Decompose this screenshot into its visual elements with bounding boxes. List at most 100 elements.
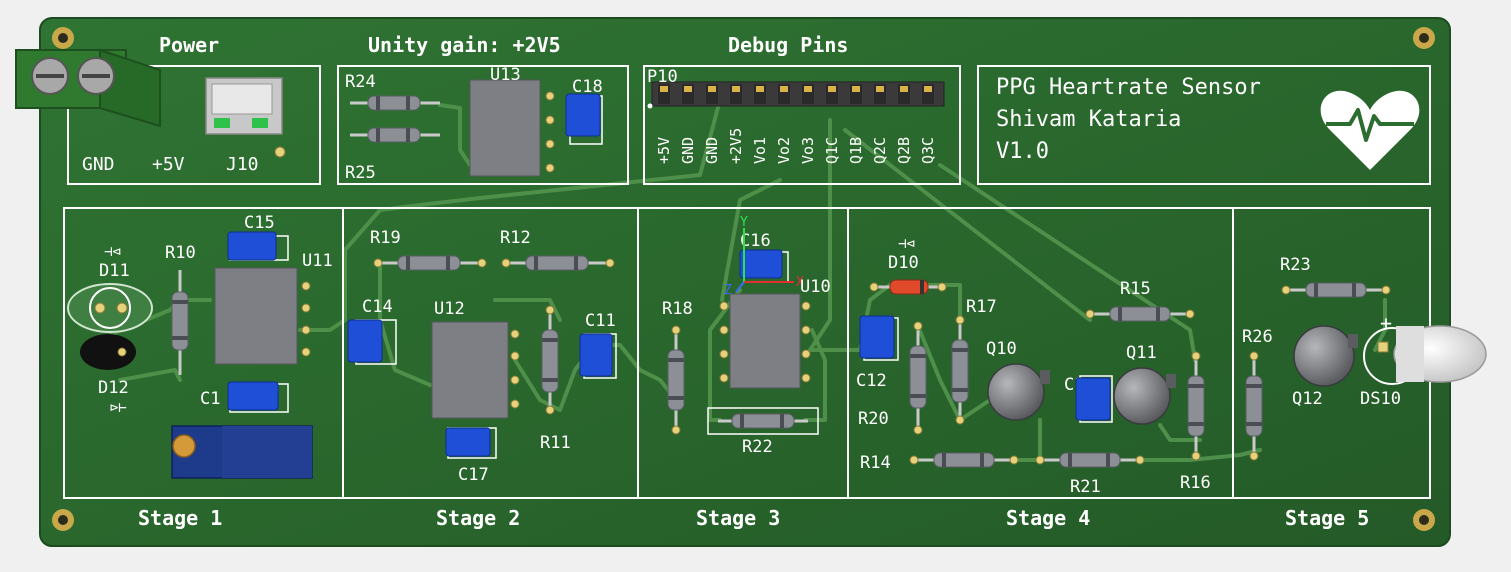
d12-label: D12 [98, 378, 129, 398]
resistor-r17 [951, 315, 969, 425]
d11-symbol: ⊣⊲ [104, 244, 121, 260]
header-pin-label: Q2B [895, 137, 913, 164]
header-pin [706, 84, 718, 104]
title-line-2: Shivam Kataria [996, 107, 1181, 132]
u13-label: U13 [490, 65, 521, 85]
d10-symbol: ⊣⊲ [898, 236, 915, 252]
c14-label: C14 [362, 297, 393, 317]
q10-label: Q10 [986, 339, 1017, 359]
header-pin [778, 84, 790, 104]
c11-label: C11 [585, 311, 616, 331]
title-line-3: V1.0 [996, 139, 1049, 164]
axis-x-label: X [796, 275, 804, 290]
c12-label: C12 [856, 371, 887, 391]
header-pin [658, 84, 670, 104]
resistor-r24 [350, 95, 440, 111]
resistor-r14 [909, 452, 1019, 468]
debug-pins-label: Debug Pins [728, 33, 848, 57]
r25-label: R25 [345, 163, 376, 183]
r10-label: R10 [165, 243, 196, 263]
resistor-r21 [1035, 452, 1145, 468]
r11-label: R11 [540, 433, 571, 453]
u10-label: U10 [800, 277, 831, 297]
transistor-q11 [1113, 367, 1176, 425]
c17-label: C17 [458, 465, 489, 485]
capacitor-c1 [227, 381, 289, 413]
screw-terminal [15, 48, 161, 128]
capacitor-c17 [445, 427, 497, 459]
unity-gain-label: Unity gain: +2V5 [368, 33, 561, 57]
capacitor-c14 [347, 319, 397, 365]
stage4-label: Stage 4 [1006, 506, 1090, 530]
transistor-q12 [1293, 325, 1358, 387]
header-pin [682, 84, 694, 104]
resistor-r15 [1085, 306, 1195, 322]
header-pin [922, 84, 934, 104]
gnd-label: GND [82, 154, 115, 175]
header-pin [754, 84, 766, 104]
header-pin [874, 84, 886, 104]
title-block-outline [977, 65, 1431, 185]
chip-u13 [469, 79, 555, 177]
resistor-r22 [707, 407, 819, 435]
resistor-r19 [373, 255, 487, 271]
c1-label: C1 [200, 389, 220, 409]
usb-jack-j10 [205, 77, 286, 158]
r26-label: R26 [1242, 327, 1273, 347]
mounting-hole-tr [1413, 27, 1435, 49]
p10-label: P10 [647, 67, 678, 87]
axis-y-label: Y [740, 215, 748, 230]
ds10-plus: + [1380, 311, 1392, 335]
resistor-r23 [1281, 282, 1391, 298]
stage3-label: Stage 3 [696, 506, 780, 530]
capacitor-c11 [579, 333, 617, 379]
header-pin-label: Vo3 [799, 137, 817, 164]
stage1-label: Stage 1 [138, 506, 222, 530]
r22-label: R22 [742, 437, 773, 457]
debug-section-outline [643, 65, 961, 185]
capacitor-c15 [227, 231, 289, 261]
header-pin [730, 84, 742, 104]
r24-label: R24 [345, 72, 376, 92]
u12-label: U12 [434, 299, 465, 319]
header-pin-label: Vo2 [775, 137, 793, 164]
header-pin-label: Q3C [919, 137, 937, 164]
header-pin-label: +2V5 [727, 128, 745, 164]
capacitor-c16 [739, 249, 789, 283]
stage5-label: Stage 5 [1285, 506, 1369, 530]
resistor-r25 [350, 127, 440, 143]
power-label: Power [159, 33, 219, 57]
v5-label: +5V [152, 154, 185, 175]
unity-gain-section-outline [337, 65, 629, 185]
ds10-label: DS10 [1360, 389, 1401, 409]
d10-label: D10 [888, 253, 919, 273]
header-pin-label: +5V [655, 137, 673, 164]
stage2-label: Stage 2 [436, 506, 520, 530]
heart-pulse-icon [1320, 90, 1420, 170]
resistor-r20 [909, 321, 927, 435]
title-line-1: PPG Heartrate Sensor [996, 75, 1261, 100]
debug-header-p10 [647, 81, 945, 109]
header-pin [850, 84, 862, 104]
mounting-hole-tl [52, 27, 74, 49]
resistor-r18 [667, 325, 685, 435]
mounting-hole-bl [52, 509, 74, 531]
r18-label: R18 [662, 299, 693, 319]
d12-symbol: ⊳⊢ [110, 400, 127, 416]
resistor-r12 [501, 255, 615, 271]
r20-label: R20 [858, 409, 889, 429]
led-d12 [80, 334, 136, 370]
u11-label: U11 [302, 251, 333, 271]
r17-label: R17 [966, 297, 997, 317]
header-pin-label: Q2C [871, 137, 889, 164]
header-pin-label: Q1B [847, 137, 865, 164]
transistor-q10 [987, 363, 1050, 421]
header-pin-label: Q1C [823, 137, 841, 164]
resistor-r26 [1245, 351, 1263, 461]
power-section-outline [67, 65, 321, 185]
c16-label: C16 [740, 231, 771, 251]
r14-label: R14 [860, 453, 891, 473]
r23-label: R23 [1280, 255, 1311, 275]
resistor-r10 [171, 270, 189, 375]
